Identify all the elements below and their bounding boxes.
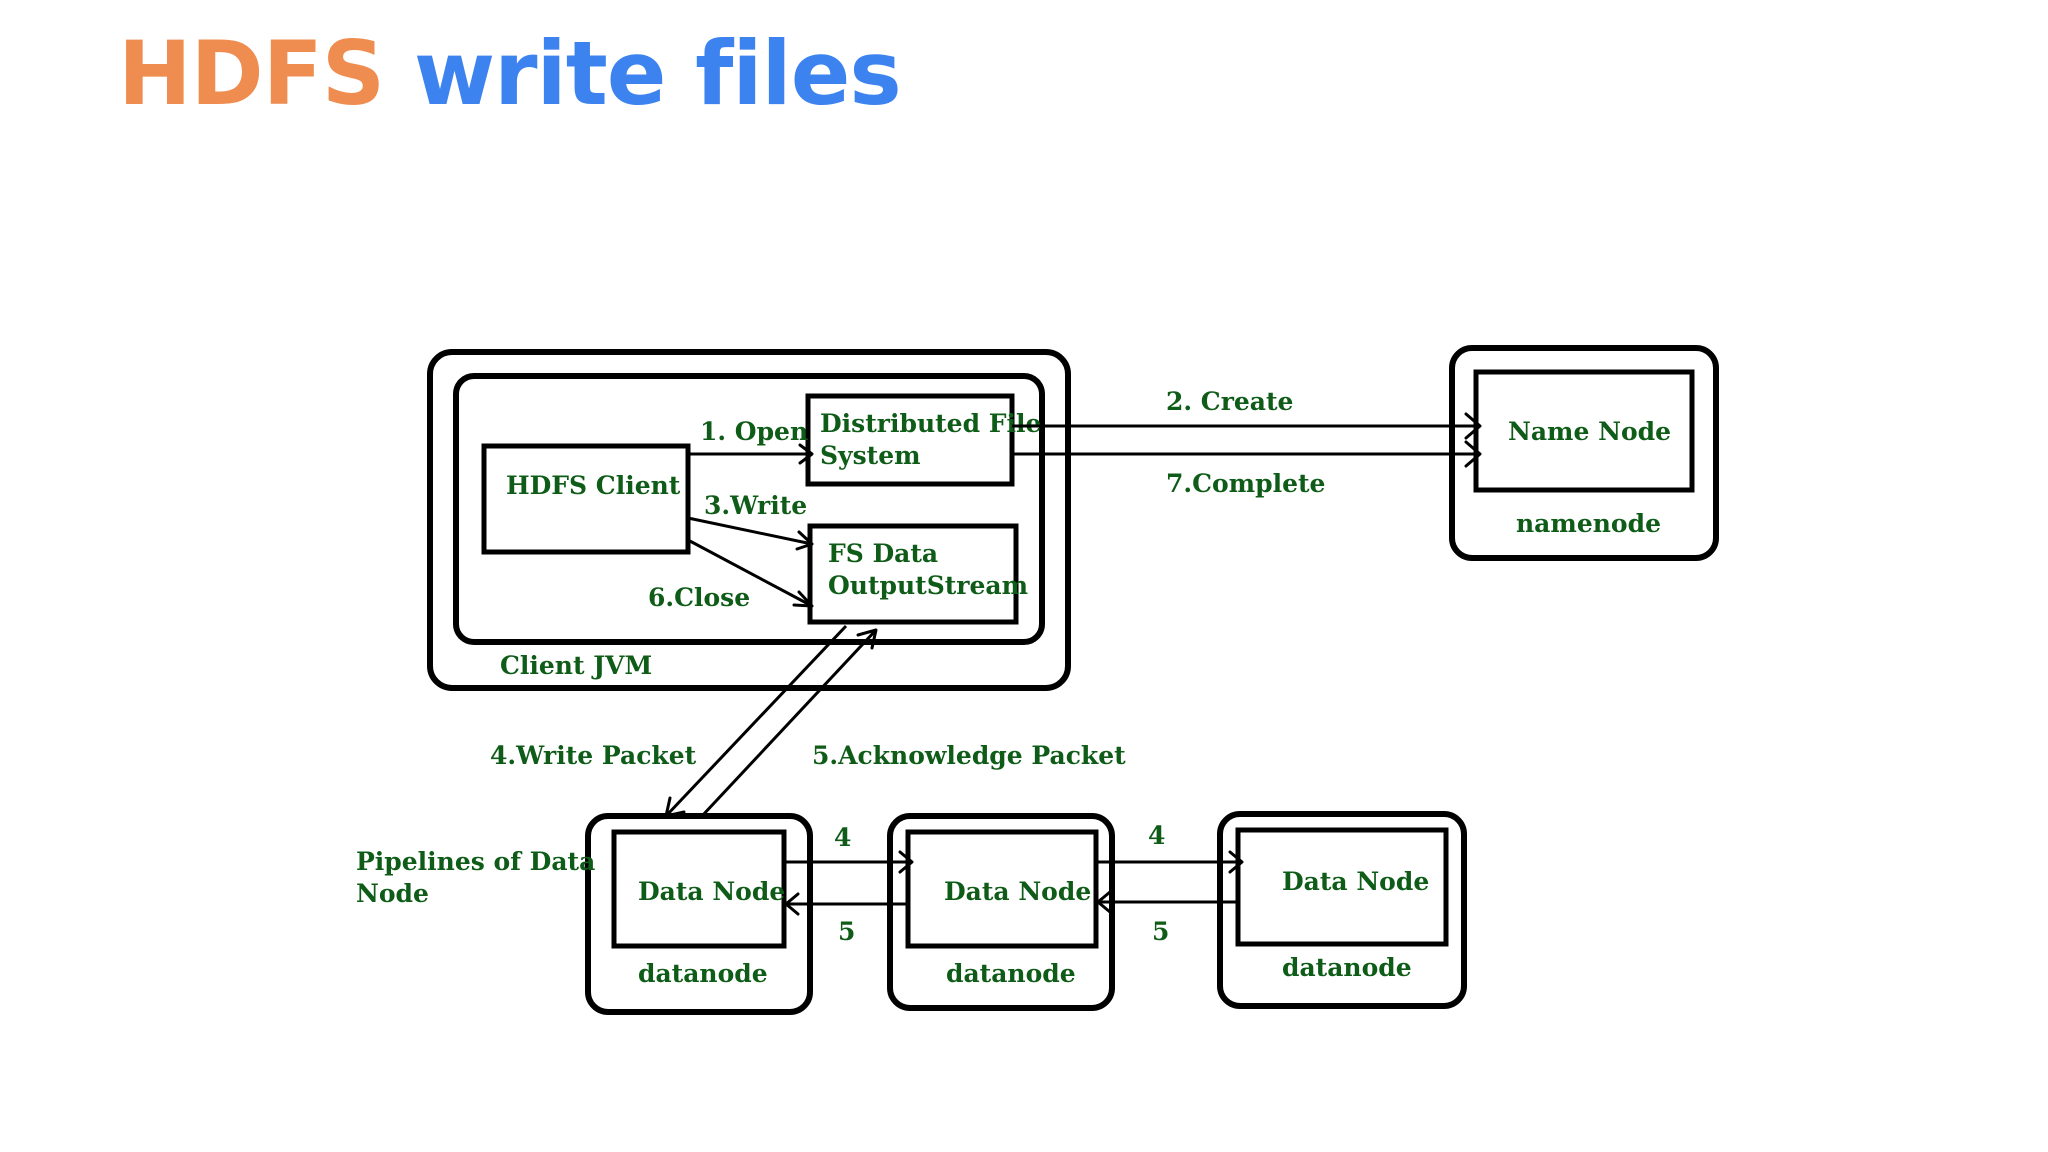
hdfs-client-box: [481, 443, 691, 555]
fs-data-outputstream-box: [807, 523, 1019, 625]
open-arrow: [688, 443, 814, 465]
title-write-files: write files: [413, 22, 902, 125]
datanode-2-label: datanode: [946, 959, 1076, 988]
step-write-label: 3.Write: [704, 491, 807, 520]
pipeline-forward-label-2: 4: [1148, 821, 1165, 850]
fsdos-label-line2: OutputStream: [828, 571, 1028, 600]
pipeline-forward-arrow-1: [784, 850, 914, 874]
datanode-2-inner-box: [905, 829, 1099, 949]
datanode-1-inner-box: [611, 829, 787, 949]
pipeline-back-arrow-1: [784, 892, 908, 916]
step-ack-packet-label: 5.Acknowledge Packet: [812, 741, 1126, 770]
create-arrow: [1012, 412, 1482, 440]
distributed-file-system-box: [805, 393, 1015, 487]
datanode-3-label: datanode: [1282, 953, 1412, 982]
namenode-box-label: Name Node: [1508, 417, 1671, 446]
title-hdfs: HDFS: [118, 22, 385, 125]
pipeline-back-arrow-2: [1096, 890, 1238, 914]
dfs-label-line1: Distributed File: [820, 409, 1041, 438]
client-jvm-label: Client JVM: [500, 651, 652, 680]
step-write-packet-label: 4.Write Packet: [490, 741, 697, 770]
namenode-inner-box: [1473, 369, 1695, 493]
pipeline-forward-arrow-2: [1096, 850, 1244, 874]
datanode-2-box-label: Data Node: [944, 877, 1091, 906]
fsdos-label-line1: FS Data: [828, 539, 938, 568]
datanode-1-label: datanode: [638, 959, 768, 988]
step-close-label: 6.Close: [648, 583, 750, 612]
slide-title: HDFS write files: [118, 30, 902, 118]
step-open-label: 1. Open: [700, 417, 808, 446]
datanode-1-box-label: Data Node: [638, 877, 785, 906]
pipeline-back-label-1: 5: [838, 917, 855, 946]
write-packet-arrow: [664, 624, 848, 818]
namenode-label: namenode: [1516, 509, 1661, 538]
pipeline-back-label-2: 5: [1152, 917, 1169, 946]
write-arrow: [687, 516, 814, 551]
dfs-label-line2: System: [820, 441, 921, 470]
close-arrow: [687, 538, 814, 608]
datanode-3-inner-box: [1235, 827, 1449, 947]
hdfs-client-label: HDFS Client: [506, 471, 681, 500]
acknowledge-packet-arrow: [700, 628, 878, 818]
complete-arrow: [1012, 440, 1482, 468]
datanode-3-box-label: Data Node: [1282, 867, 1429, 896]
step-complete-label: 7.Complete: [1166, 469, 1325, 498]
step-create-label: 2. Create: [1166, 387, 1293, 416]
pipeline-label-line2: Node: [356, 879, 429, 908]
pipeline-forward-label-1: 4: [834, 823, 851, 852]
pipeline-label-line1: Pipelines of Data: [356, 847, 595, 876]
